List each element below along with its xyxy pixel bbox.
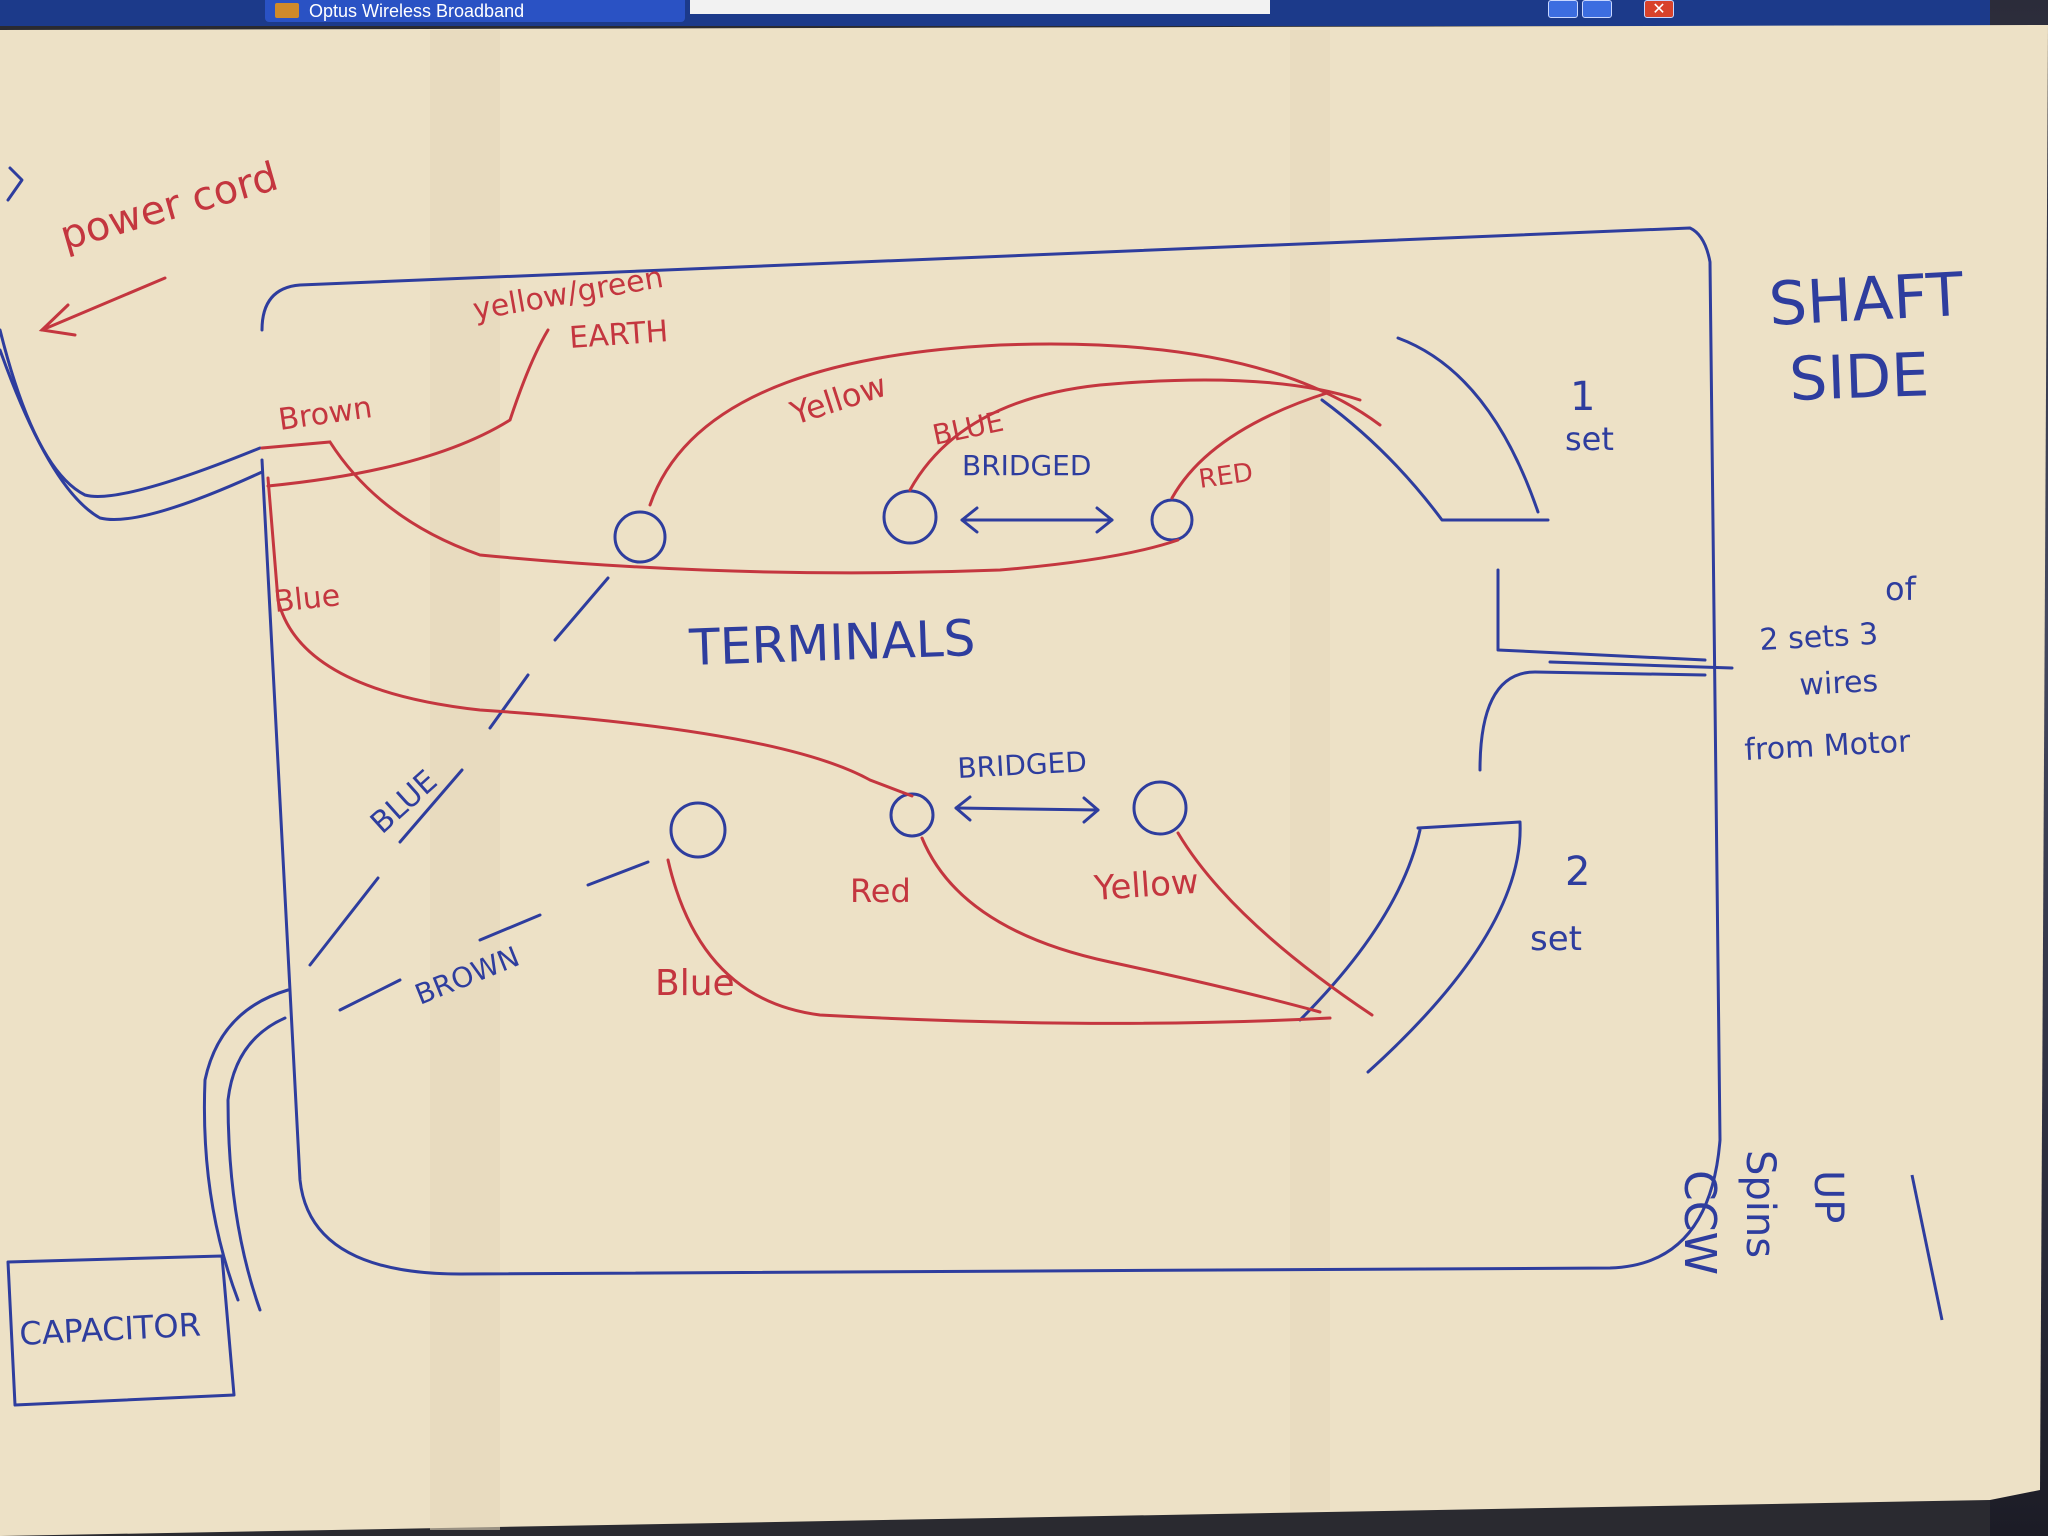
close-icon[interactable]: ✕ [1644, 0, 1674, 18]
capacitor-label: CAPACITOR [18, 1306, 201, 1353]
terminal-bottom-1 [669, 801, 727, 859]
capacitor-cable-b [226, 1016, 287, 1312]
note-wires: wires [1799, 664, 1879, 703]
terminal-top-1 [613, 510, 667, 564]
earth-label: EARTH [568, 314, 669, 356]
blue-wire-left [266, 476, 914, 798]
arrow-left-icon [954, 795, 972, 822]
yellow-wire-top [648, 342, 1382, 507]
capacitor-cable-a [202, 988, 290, 1302]
arrow-right-icon [1082, 796, 1100, 824]
bridged-bottom-label: BRIDGED [957, 745, 1088, 785]
arrow-left-icon [960, 506, 979, 534]
maximize-button[interactable] [1582, 0, 1612, 18]
power-cord-end [6, 166, 24, 202]
terminal-bottom-3 [1132, 780, 1188, 836]
blue-bottom-label: Blue [655, 963, 735, 1004]
motor-wire-2 [1548, 660, 1734, 670]
taskbar: Optus Wireless Broadband ✕ [0, 0, 2048, 26]
dashed-blue-wire [308, 576, 610, 967]
power-cord-lower [0, 348, 264, 522]
capacitor-box [6, 1254, 236, 1407]
terminal-top-3 [1150, 498, 1194, 542]
dashed-brown-wire [338, 860, 650, 1012]
red-wire-bottom [920, 836, 1322, 1014]
terminal-bottom-2 [889, 792, 935, 838]
brown-wire-top [260, 440, 1180, 575]
taskbar-window-title: Optus Wireless Broadband [309, 1, 525, 21]
red-wire-top [1170, 390, 1332, 500]
yellow-wire-bottom [1176, 831, 1374, 1017]
note-of: of [1885, 570, 1917, 608]
motor-wire-3 [1478, 670, 1707, 772]
arrow-right-icon [1095, 506, 1114, 534]
window-strip [690, 0, 1270, 14]
spins-line-2: Spins [1737, 1150, 1783, 1258]
blue-wire-bottom [666, 858, 1332, 1025]
set2-arc-outer [1366, 820, 1522, 1074]
set1-number: 1 [1570, 374, 1595, 420]
set1-arc-outer [1396, 336, 1540, 514]
note-motor: from Motor [1744, 724, 1912, 768]
set2-arc-inner [1298, 828, 1422, 1022]
red-bottom-label: Red [850, 872, 911, 910]
paper-sheet [0, 25, 2048, 1536]
note-sets: 2 sets 3 [1759, 617, 1879, 658]
spins-line-3: UP [1805, 1170, 1851, 1223]
app-icon [275, 3, 299, 18]
earth-wire [266, 328, 550, 488]
blue-left-label: Blue [272, 578, 342, 620]
box-outline [260, 226, 1722, 1276]
arrow-head [38, 303, 77, 337]
set2-number: 2 [1565, 849, 1590, 895]
yellow-bottom-label: Yellow [1092, 862, 1200, 909]
taskbar-window-button[interactable]: Optus Wireless Broadband [265, 0, 685, 22]
arrow-left-icon [40, 276, 167, 332]
set1-word: set [1565, 420, 1614, 458]
bridged-arrow-bottom [954, 806, 1100, 812]
terminals-label: TERMINALS [687, 609, 976, 677]
spins-underline [1910, 1174, 1944, 1321]
bridged-top-label: BRIDGED [962, 449, 1091, 482]
spins-line-1: CCW [1674, 1170, 1725, 1275]
set2-word: set [1530, 919, 1582, 959]
set1-arc-inner [1320, 398, 1550, 522]
minimize-button[interactable] [1548, 0, 1578, 18]
paper-fold [1290, 30, 1330, 1510]
motor-wire-1 [1496, 568, 1707, 662]
blue-wire-top [908, 378, 1362, 492]
side-label: SIDE [1788, 340, 1930, 415]
shaft-label: SHAFT [1767, 260, 1965, 340]
paper-fold [430, 30, 500, 1530]
